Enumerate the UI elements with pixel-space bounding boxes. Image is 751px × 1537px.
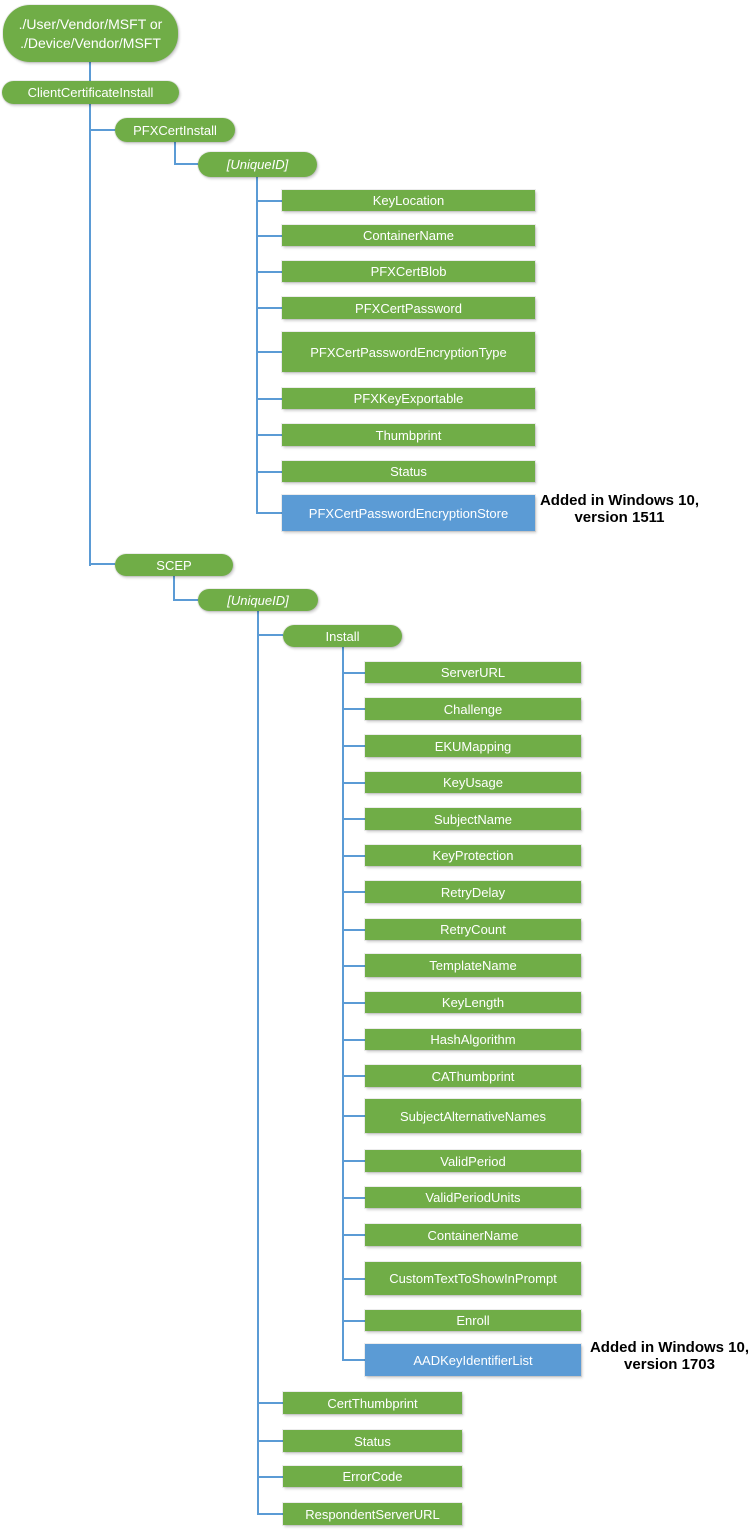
connector-stub <box>342 782 365 784</box>
connector-stub <box>342 1002 365 1004</box>
connector-line <box>173 576 175 601</box>
connector-stub <box>342 891 365 893</box>
connector-stub <box>342 1160 365 1162</box>
connector-stub <box>342 929 365 931</box>
node-unique-id-pfx: [UniqueID] <box>198 152 317 177</box>
node-containername: ContainerName <box>365 1224 581 1246</box>
connector-line <box>174 142 176 165</box>
connector-stub <box>256 351 282 353</box>
connector-stub <box>256 471 282 473</box>
note-line1: Added in Windows 10, <box>589 1339 750 1356</box>
connector-stub <box>257 1476 283 1478</box>
connector-stub <box>256 398 282 400</box>
node-serverurl: ServerURL <box>365 662 581 683</box>
node-errorcode: ErrorCode <box>283 1466 462 1487</box>
connector-stub <box>257 1402 283 1404</box>
connector-stub <box>342 1278 365 1280</box>
connector-stub <box>342 1039 365 1041</box>
connector-stub <box>342 1115 365 1117</box>
connector-stub <box>342 1234 365 1236</box>
connector-stub <box>342 1197 365 1199</box>
node-keylocation: KeyLocation <box>282 190 535 211</box>
node-templatename: TemplateName <box>365 954 581 977</box>
root-path-line1: ./User/Vendor/MSFT or <box>18 15 163 32</box>
connector-line <box>173 599 198 601</box>
connector-stub <box>342 672 365 674</box>
root-path-line2: ./Device/Vendor/MSFT <box>20 34 161 51</box>
node-retrycount: RetryCount <box>365 919 581 940</box>
connector-stub <box>257 1513 283 1515</box>
node-keylength: KeyLength <box>365 992 581 1013</box>
connector-line <box>342 647 344 1361</box>
node-challenge: Challenge <box>365 698 581 720</box>
node-pfxcertpasswordencryptiontype: PFXCertPasswordEncryptionType <box>282 332 535 372</box>
connector-stub <box>342 708 365 710</box>
connector-line <box>89 563 115 565</box>
connector-stub <box>342 1359 365 1361</box>
node-retrydelay: RetryDelay <box>365 881 581 903</box>
node-thumbprint: Thumbprint <box>282 424 535 446</box>
node-respondentserverurl: RespondentServerURL <box>283 1503 462 1525</box>
note-line2: version 1511 <box>574 508 665 526</box>
node-containername: ContainerName <box>282 225 535 246</box>
node-certthumbprint: CertThumbprint <box>283 1392 462 1414</box>
node-clientcertificateinstall: ClientCertificateInstall <box>2 81 179 104</box>
node-keyusage: KeyUsage <box>365 772 581 793</box>
node-keyprotection: KeyProtection <box>365 845 581 866</box>
connector-stub <box>342 965 365 967</box>
connector-stub <box>342 818 365 820</box>
node-pfxcertpasswordencryptionstore: PFXCertPasswordEncryptionStore <box>282 495 535 531</box>
note-added-windows10-version-1511: Added in Windows 10, version 1511 <box>527 492 712 526</box>
connector-line <box>89 62 91 82</box>
connector-line <box>174 163 198 165</box>
connector-stub <box>342 745 365 747</box>
node-pfxcertinstall: PFXCertInstall <box>115 118 235 142</box>
node-hashalgorithm: HashAlgorithm <box>365 1029 581 1050</box>
connector-stub <box>256 200 282 202</box>
node-cathumbprint: CAThumbprint <box>365 1065 581 1087</box>
connector-line <box>257 634 283 636</box>
node-pfxkeyexportable: PFXKeyExportable <box>282 388 535 409</box>
connector-stub <box>342 1075 365 1077</box>
node-status: Status <box>283 1430 462 1452</box>
node-customtexttoshowinprompt: CustomTextToShowInPrompt <box>365 1262 581 1295</box>
node-unique-id-scep: [UniqueID] <box>198 589 318 611</box>
node-scep: SCEP <box>115 554 233 576</box>
connector-stub <box>256 307 282 309</box>
connector-stub <box>256 271 282 273</box>
node-subjectalternativenames: SubjectAlternativeNames <box>365 1099 581 1133</box>
note-added-windows10-version-1703: Added in Windows 10, version 1703 <box>577 1339 751 1373</box>
node-pfxcertpassword: PFXCertPassword <box>282 297 535 319</box>
connector-line <box>89 129 115 131</box>
node-subjectname: SubjectName <box>365 808 581 830</box>
node-install: Install <box>283 625 402 647</box>
connector-stub <box>342 1320 365 1322</box>
connector-stub <box>256 434 282 436</box>
connector-line <box>89 104 91 566</box>
connector-stub <box>342 855 365 857</box>
note-line2: version 1703 <box>624 1355 715 1373</box>
connector-line <box>256 177 258 514</box>
note-line1: Added in Windows 10, <box>539 492 700 509</box>
connector-stub <box>256 512 282 514</box>
node-enroll: Enroll <box>365 1310 581 1331</box>
connector-stub <box>256 235 282 237</box>
node-aadkeyidentifierlist: AADKeyIdentifierList <box>365 1344 581 1376</box>
connector-line <box>257 611 259 1515</box>
node-pfxcertblob: PFXCertBlob <box>282 261 535 282</box>
node-validperiod: ValidPeriod <box>365 1150 581 1172</box>
node-root-path: ./User/Vendor/MSFT or ./Device/Vendor/MS… <box>3 5 178 62</box>
connector-stub <box>257 1440 283 1442</box>
node-status: Status <box>282 461 535 482</box>
node-validperiodunits: ValidPeriodUnits <box>365 1187 581 1208</box>
node-ekumapping: EKUMapping <box>365 735 581 757</box>
